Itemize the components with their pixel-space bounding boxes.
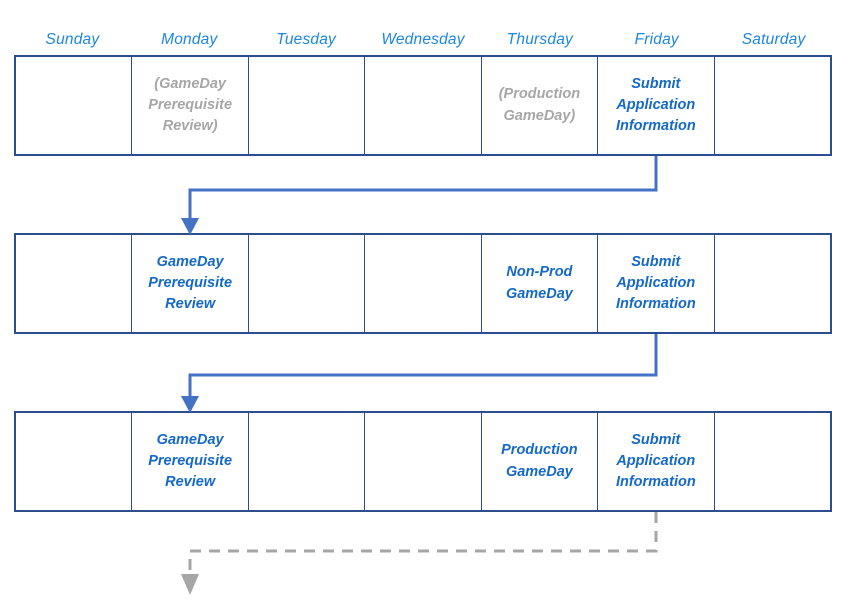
- day-header-thursday: Thursday: [506, 31, 573, 48]
- week1-cell-thursday: (Production GameDay): [482, 57, 599, 154]
- day-header-sunday: Sunday: [45, 31, 100, 48]
- week1-cell-saturday: [715, 57, 830, 154]
- week3-thursday-label: Production GameDay: [501, 442, 578, 480]
- week3-cell-saturday: [715, 413, 830, 510]
- week3-monday-label: GameDay Prerequisite Review: [148, 431, 233, 491]
- week2-cell-tuesday: [249, 235, 366, 332]
- connector-2-path: [188, 334, 658, 400]
- week1-friday-label: Submit Application Information: [615, 75, 696, 135]
- week3-cell-monday: GameDay Prerequisite Review: [132, 413, 249, 510]
- week2-cell-saturday: [715, 235, 830, 332]
- connector-week1-friday-to-week2-monday: [181, 156, 658, 235]
- week2-thursday-label: Non-Prod GameDay: [505, 264, 573, 302]
- week-row-3: GameDay Prerequisite Review Production G…: [14, 411, 832, 512]
- week3-cell-wednesday: [365, 413, 482, 510]
- day-header-monday: Monday: [161, 31, 218, 48]
- week1-cell-friday: Submit Application Information: [598, 57, 715, 154]
- week2-friday-label: Submit Application Information: [615, 253, 696, 313]
- week3-friday-label: Submit Application Information: [615, 431, 696, 491]
- connector-3-arrowhead-icon: [181, 574, 199, 595]
- week2-cell-sunday: [16, 235, 133, 332]
- week-row-2: GameDay Prerequisite Review Non-Prod Gam…: [14, 233, 832, 334]
- week1-monday-label: (GameDay Prerequisite Review): [148, 75, 233, 135]
- day-header-friday: Friday: [634, 31, 679, 48]
- week3-cell-thursday: Production GameDay: [482, 413, 599, 510]
- connector-week2-friday-to-week3-monday: [181, 334, 658, 413]
- connector-week3-friday-to-next-week: [181, 512, 658, 595]
- week-row-1: (GameDay Prerequisite Review) (Productio…: [14, 55, 832, 156]
- day-header-saturday: Saturday: [741, 31, 806, 48]
- week1-cell-monday: (GameDay Prerequisite Review): [132, 57, 249, 154]
- week1-cell-tuesday: [249, 57, 366, 154]
- day-header-tuesday: Tuesday: [276, 31, 336, 48]
- week1-thursday-label: (Production GameDay): [498, 86, 581, 124]
- week1-cell-wednesday: [365, 57, 482, 154]
- week3-cell-friday: Submit Application Information: [598, 413, 715, 510]
- week3-cell-tuesday: [249, 413, 366, 510]
- week3-cell-sunday: [16, 413, 133, 510]
- connector-1-path: [188, 156, 658, 222]
- week2-cell-friday: Submit Application Information: [598, 235, 715, 332]
- connector-3-path: [188, 512, 658, 578]
- week2-cell-thursday: Non-Prod GameDay: [482, 235, 599, 332]
- week1-cell-sunday: [16, 57, 133, 154]
- week2-cell-wednesday: [365, 235, 482, 332]
- week2-cell-monday: GameDay Prerequisite Review: [132, 235, 249, 332]
- day-header-wednesday: Wednesday: [381, 31, 465, 48]
- day-header-row: Sunday Monday Tuesday Wednesday Thursday…: [14, 26, 832, 54]
- week2-monday-label: GameDay Prerequisite Review: [148, 253, 233, 313]
